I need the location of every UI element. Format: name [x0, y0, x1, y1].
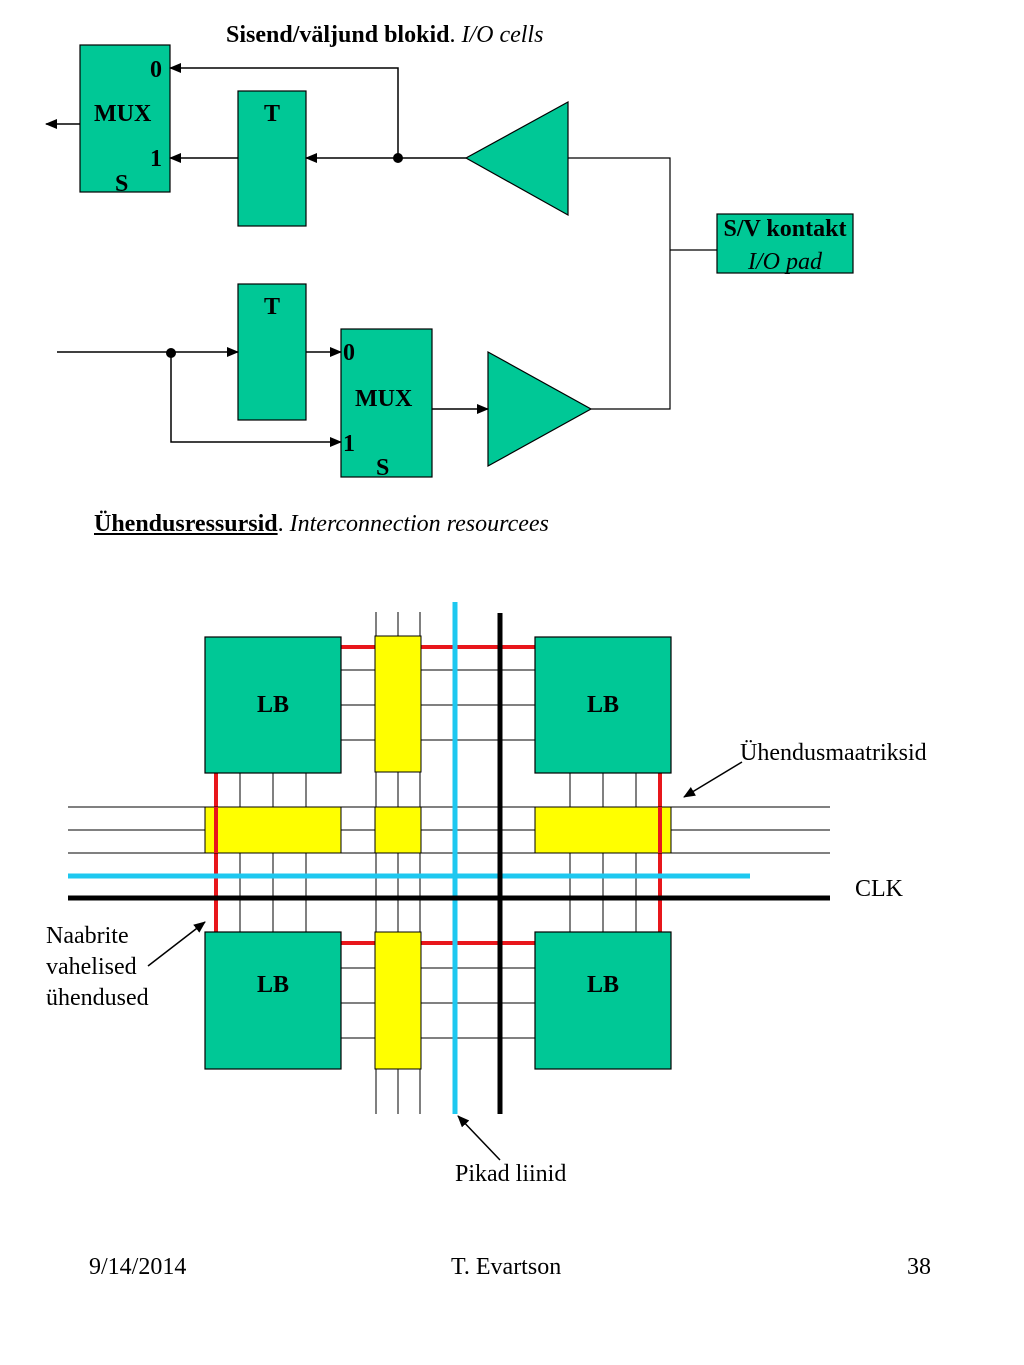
mux-top-label: MUX [94, 101, 152, 127]
mux-top [79, 44, 171, 193]
footer-date: 9/14/2014 [89, 1254, 187, 1280]
switch-matrix-left [204, 806, 342, 854]
interconnect-title: Ühendusressursid. Interconnection resour… [94, 511, 549, 538]
io-pad-label-1: S/V kontakt [723, 216, 847, 242]
footer-author: T. Evartson [451, 1254, 562, 1280]
logic-block-top-left [204, 636, 342, 774]
mux-top-in1: 1 [150, 146, 162, 172]
lb-label-top-left: LB [256, 692, 289, 718]
mux-bottom [340, 328, 433, 478]
t-top-label: T [264, 101, 281, 127]
logic-block-bottom-left [204, 931, 342, 1070]
lb-label-bottom-left: LB [256, 972, 289, 998]
io-title: Sisend/väljund blokid. I/O cells [226, 22, 543, 49]
clk-label: CLK [855, 876, 903, 902]
switch-matrices [204, 635, 672, 1070]
mux-bottom-in1: 1 [343, 431, 355, 457]
bypass-wire-top [169, 63, 399, 158]
lb-label-top-right: LB [586, 692, 619, 718]
io-title-bold: Sisend/väljund blokid [226, 22, 450, 48]
lb-label-bottom-right: LB [586, 972, 619, 998]
pad-wire [568, 157, 671, 410]
switch-matrix-bottom [374, 931, 422, 1070]
io-title-sep: . [449, 22, 456, 48]
interconnect-title-italic: Interconnection resourcees [289, 511, 549, 537]
mux-bottom-sel: S [376, 455, 390, 481]
mux-bottom-in0: 0 [343, 340, 355, 366]
lb-horizontal-stubs [341, 669, 535, 1039]
long-line-arrow [457, 1115, 501, 1161]
io-title-italic: I/O cells [461, 22, 544, 48]
t-bottom-label: T [264, 294, 281, 320]
footer-page-number: 38 [907, 1254, 931, 1280]
mux-top-sel: S [115, 171, 129, 197]
long-line-label: Pikad liinid [455, 1161, 567, 1187]
mux-top-in0: 0 [150, 57, 162, 83]
switch-matrix-right [534, 806, 672, 854]
neighbor-label-3: ühendused [46, 985, 149, 1011]
horizontal-routing-channel [68, 806, 830, 854]
switch-matrix-top [374, 635, 422, 773]
logic-block-bottom-right [534, 931, 672, 1070]
matrix-arrow [683, 761, 743, 798]
mux-bottom-label: MUX [355, 386, 413, 412]
interconnect-title-bold: Ühendusressursid [94, 511, 278, 537]
io-pad-label-2: I/O pad [748, 249, 822, 275]
logic-block-top-right [534, 636, 672, 774]
neighbor-label-1: Naabrite [46, 923, 129, 949]
matrix-label: Ühendusmaatriksid [740, 740, 927, 766]
t-block-bottom [237, 283, 307, 421]
interconnect-title-sep: . [277, 511, 284, 537]
switch-matrix-center [374, 806, 422, 854]
neighbor-arrow [147, 921, 206, 967]
neighbor-label-2: vahelised [46, 954, 137, 980]
io-pad [716, 213, 854, 274]
bypass-wire-bottom [170, 353, 342, 447]
